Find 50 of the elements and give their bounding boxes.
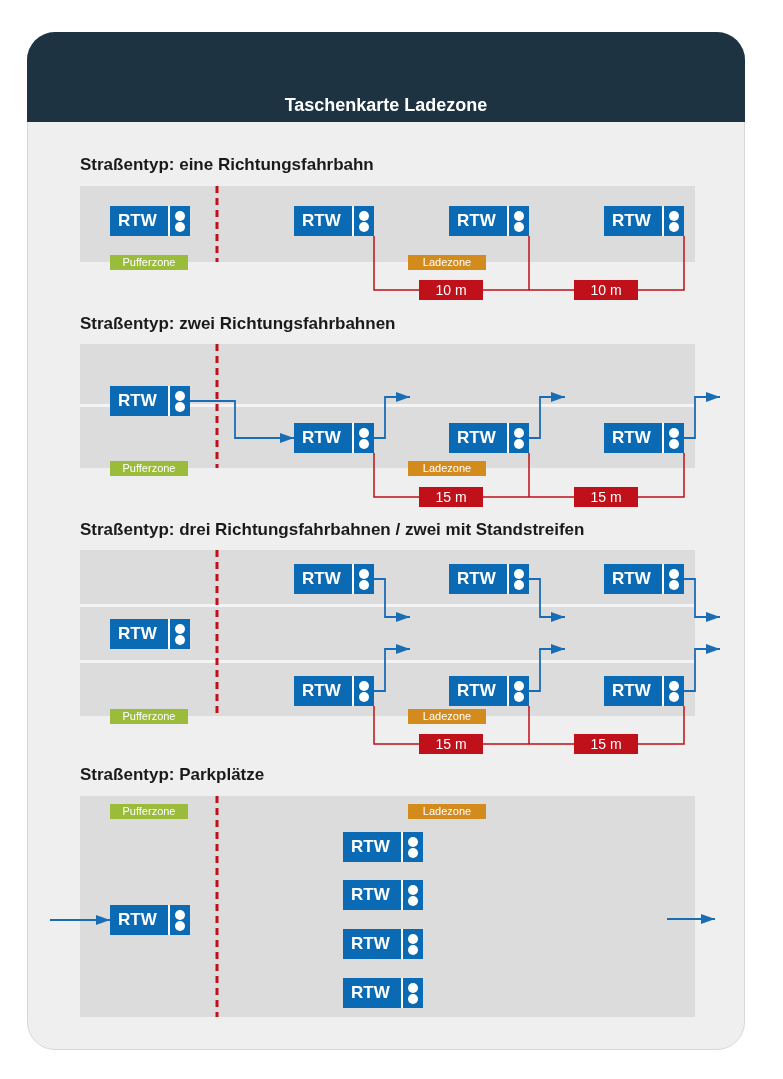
- vehicle-box: RTW: [343, 880, 423, 910]
- vehicle-box: RTW: [294, 423, 374, 453]
- vehicle-box: RTW: [604, 676, 684, 706]
- arrow: [373, 392, 411, 439]
- arrow: [189, 400, 295, 443]
- zone-tag: Pufferzone: [110, 461, 188, 476]
- vehicle-box: RTW: [449, 676, 529, 706]
- arrow: [373, 578, 411, 622]
- arrow: [683, 644, 721, 692]
- zone-tag: Pufferzone: [110, 804, 188, 819]
- zone-tag: Ladezone: [408, 804, 486, 819]
- vehicle-box: RTW: [110, 206, 190, 236]
- vehicle-box: RTW: [294, 206, 374, 236]
- zone-tag: Pufferzone: [110, 255, 188, 270]
- arrow: [683, 578, 721, 622]
- vehicle-box: RTW: [110, 386, 190, 416]
- zone-tag: Ladezone: [408, 461, 486, 476]
- arrow: [528, 392, 566, 439]
- arrow: [683, 392, 721, 439]
- section-heading: Straßentyp: drei Richtungsfahrbahnen / zwei mit Standstreifen: [80, 520, 585, 540]
- section-heading: Straßentyp: zwei Richtungsfahrbahnen: [80, 314, 396, 334]
- vehicle-box: RTW: [343, 929, 423, 959]
- arrow: [528, 644, 566, 692]
- vehicle-box: RTW: [449, 206, 529, 236]
- dimension-label: 15 m: [419, 734, 483, 754]
- arrow: [528, 578, 566, 622]
- vehicle-box: RTW: [294, 676, 374, 706]
- zone-tag: Pufferzone: [110, 709, 188, 724]
- vehicle-box: RTW: [294, 564, 374, 594]
- vehicle-box: RTW: [343, 832, 423, 862]
- vehicle-box: RTW: [343, 978, 423, 1008]
- vehicle-box: RTW: [449, 423, 529, 453]
- dimension-label: 10 m: [419, 280, 483, 300]
- zone-tag: Ladezone: [408, 709, 486, 724]
- vehicle-box: RTW: [604, 423, 684, 453]
- dimension-label: 10 m: [574, 280, 638, 300]
- subtitle: Taschenkarte Ladezone: [283, 95, 489, 117]
- section-heading: Straßentyp: Parkplätze: [80, 765, 265, 785]
- section-heading: Straßentyp: eine Richtungsfahrbahn: [80, 155, 374, 175]
- vehicle-box: RTW: [110, 905, 190, 935]
- arrow: [49, 915, 111, 925]
- vehicle-box: RTW: [604, 564, 684, 594]
- zone-tag: Ladezone: [408, 255, 486, 270]
- dimension-label: 15 m: [574, 487, 638, 507]
- vehicle-box: RTW: [449, 564, 529, 594]
- dimension-label: 15 m: [574, 734, 638, 754]
- vehicle-box: RTW: [604, 206, 684, 236]
- arrow: [373, 644, 411, 692]
- dimension-label: 15 m: [419, 487, 483, 507]
- vehicle-box: RTW: [110, 619, 190, 649]
